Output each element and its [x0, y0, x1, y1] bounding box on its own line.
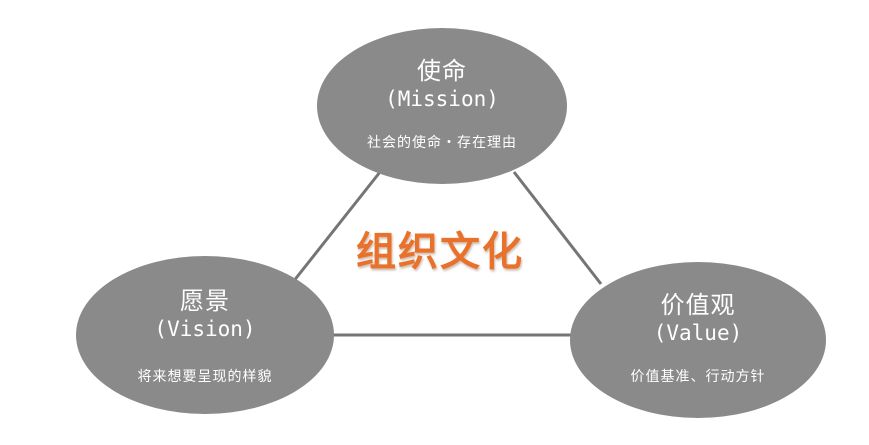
values-subtitle: (Value)	[653, 321, 743, 345]
vision-subtitle: (Vision)	[154, 317, 256, 341]
values-node: 价值观 (Value) 价值基准、行动方针	[570, 262, 826, 418]
mission-node: 使命 (Mission) 社会的使命・存在理由	[317, 28, 567, 184]
values-title: 价值观	[660, 291, 736, 319]
center-title: 组织文化	[356, 229, 524, 275]
vision-description: 将来想要呈现的样貌	[137, 369, 273, 385]
connector-mission-vision	[291, 171, 382, 283]
mission-title: 使命	[417, 57, 467, 85]
connector-mission-values	[512, 171, 603, 285]
mission-description: 社会的使命・存在理由	[367, 135, 517, 151]
vision-node: 愿景 (Vision) 将来想要呈现的样貌	[76, 256, 334, 414]
mission-subtitle: (Mission)	[385, 87, 499, 111]
vision-title: 愿景	[180, 287, 230, 315]
values-description: 价值基准、行动方针	[630, 369, 766, 385]
